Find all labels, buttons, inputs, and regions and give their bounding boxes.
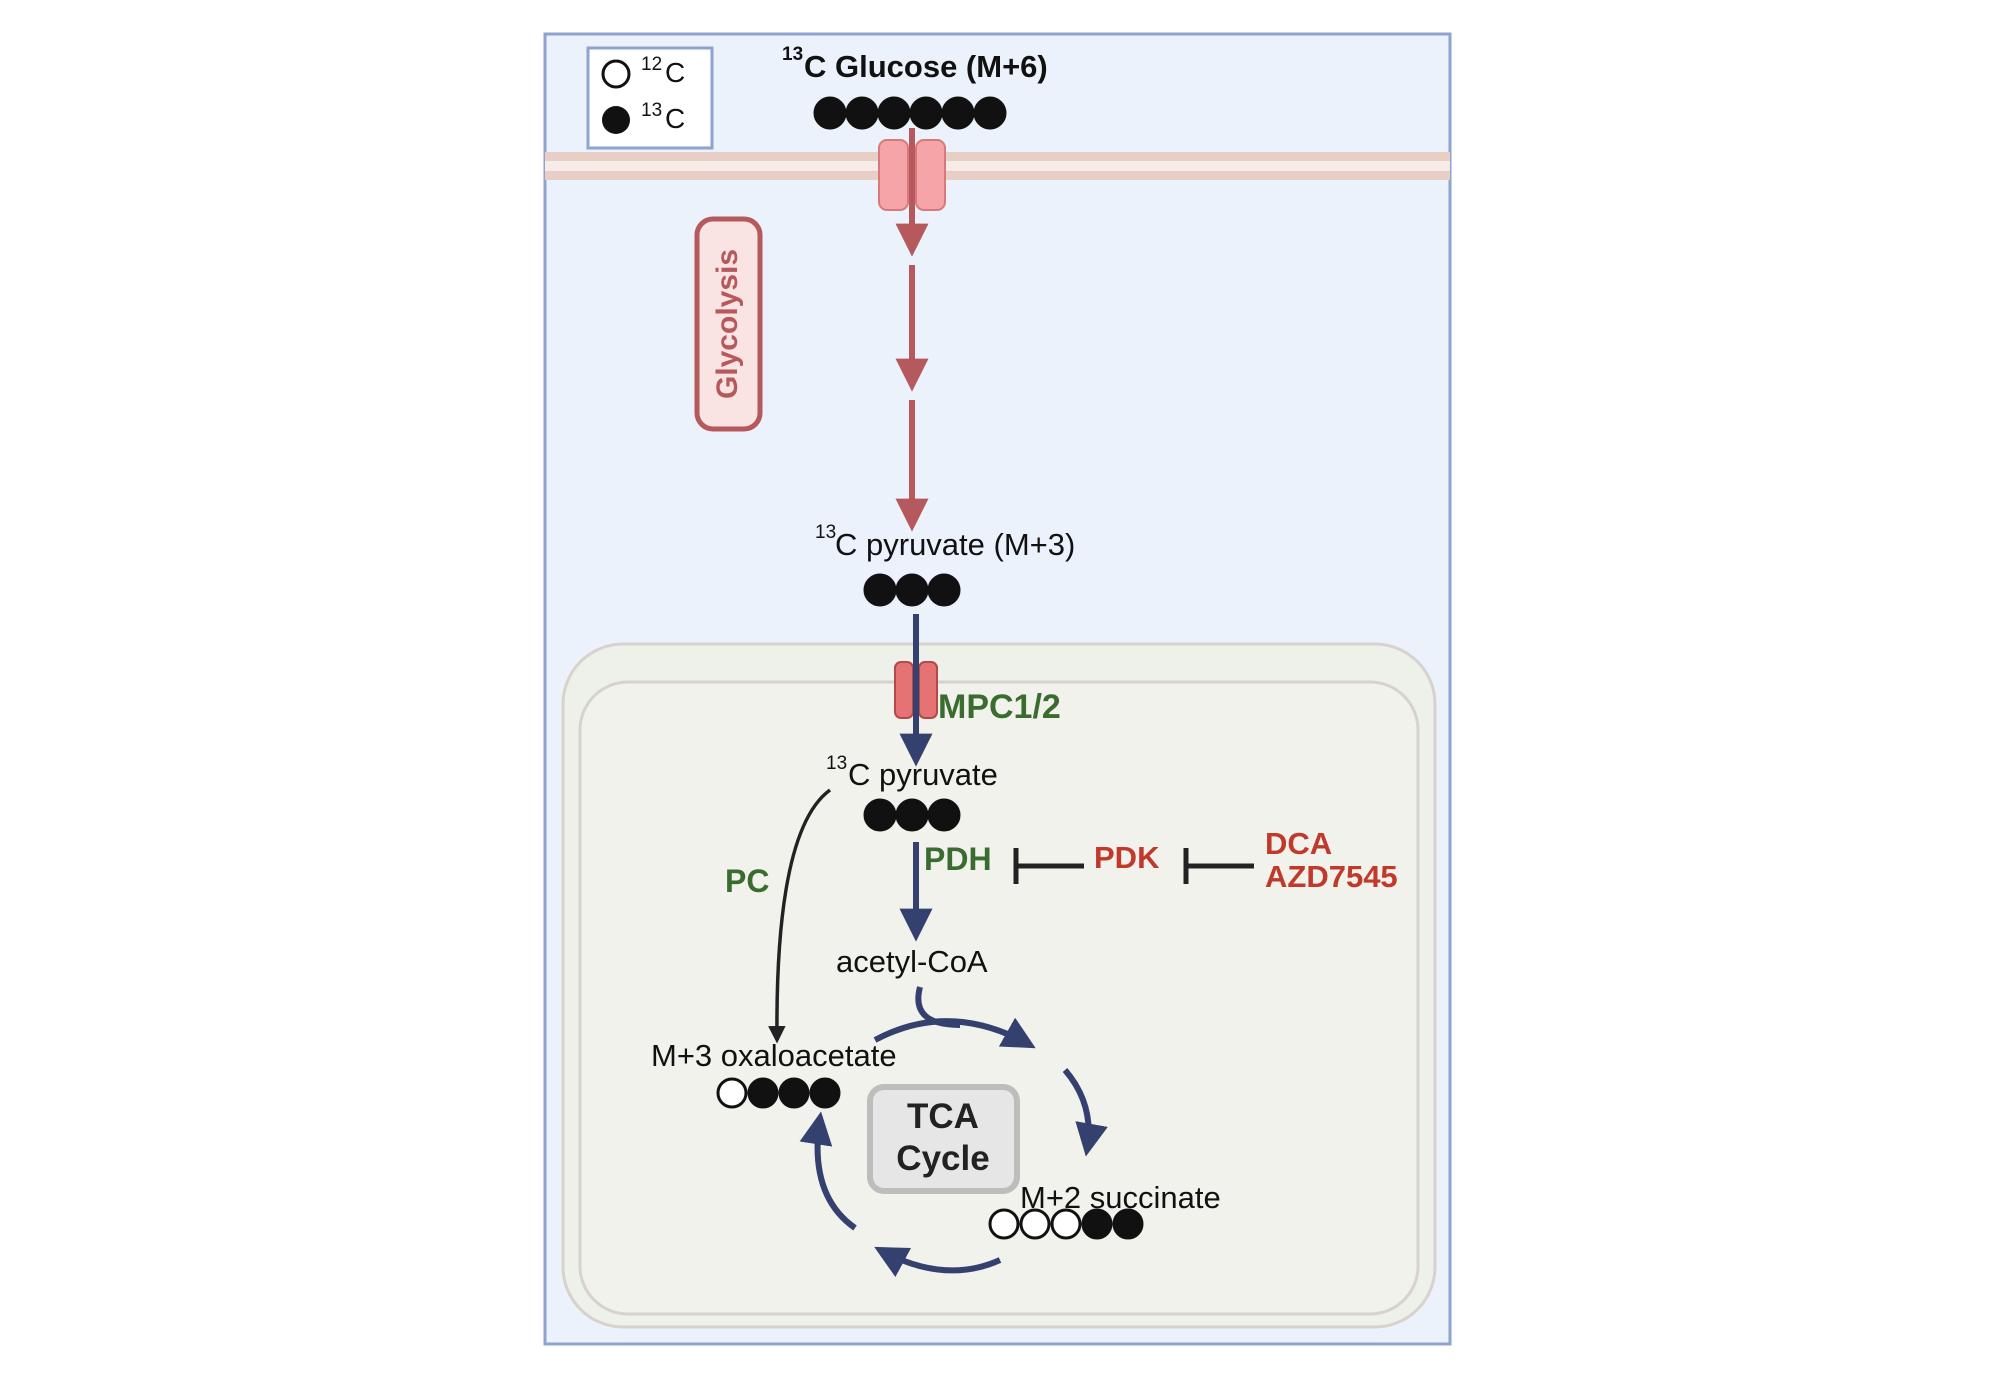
tca-label-line2: Cycle (896, 1139, 989, 1178)
acetyl-coa-label: acetyl-CoA (836, 944, 988, 979)
oxaloacetate-carbons (716, 1077, 841, 1109)
13c-carbon-atom (1081, 1208, 1113, 1240)
pdk-inhibition-line (1013, 848, 1084, 884)
cyto-pyruvate-label: C pyruvate (M+3) (835, 527, 1075, 562)
12c-carbon-atom (1019, 1208, 1051, 1240)
13c-carbon-atom (809, 1077, 841, 1109)
12c-carbon-atom (716, 1077, 748, 1109)
12c-carbon-atom (1050, 1208, 1082, 1240)
cyto-pyruvate-carbons (863, 573, 961, 607)
tca-cycle-box: TCA Cycle (867, 1084, 1020, 1194)
legend-13c-label: C (665, 103, 685, 134)
glucose-transporter (878, 128, 946, 215)
tca-cycle-arrows (799, 986, 1108, 1278)
13c-carbon-atom (1112, 1208, 1144, 1240)
glucose-sup: 13 (782, 44, 803, 65)
13c-carbon-atom (895, 573, 929, 607)
13c-carbon-atom (927, 573, 961, 607)
13c-carbon-atom (845, 96, 879, 130)
pdk-label: PDK (1094, 840, 1160, 875)
13c-carbon-atom (941, 96, 975, 130)
legend-12c-sup: 12 (641, 54, 662, 75)
12c-carbon-atom (988, 1208, 1020, 1240)
tca-label-line1: TCA (907, 1097, 979, 1136)
legend-12c-label: C (665, 57, 685, 88)
legend-13c-marker (602, 106, 630, 134)
mpc-label: MPC1/2 (938, 688, 1061, 726)
legend-12c-marker (601, 59, 631, 89)
dca-label: DCA (1265, 826, 1332, 861)
mito-pyruvate-label: C pyruvate (848, 757, 998, 792)
glucose-label: C Glucose (M+6) (804, 49, 1048, 84)
cyto-pyruvate-sup: 13 (815, 522, 836, 543)
glycolysis-box: Glycolysis (694, 216, 763, 432)
mitochondrion (561, 642, 1437, 1329)
13c-carbon-atom (813, 96, 847, 130)
succinate-carbons (988, 1208, 1144, 1240)
13c-carbon-atom (863, 798, 897, 832)
pc-arrow (768, 788, 832, 1044)
mpc-transporter (894, 660, 938, 720)
legend: 12 C 13 C (586, 46, 714, 150)
succinate-label: M+2 succinate (1020, 1180, 1221, 1215)
legend-13c-sup: 13 (641, 100, 662, 121)
pdh-label: PDH (924, 841, 992, 877)
drug-inhibition-line (1183, 848, 1254, 884)
13c-carbon-atom (778, 1077, 810, 1109)
13c-carbon-atom (909, 96, 943, 130)
13c-carbon-atom (877, 96, 911, 130)
glycolysis-label: Glycolysis (711, 249, 744, 399)
pc-label: PC (725, 863, 769, 899)
13c-carbon-atom (973, 96, 1007, 130)
13c-carbon-atom (863, 573, 897, 607)
13c-carbon-atom (747, 1077, 779, 1109)
glucose-carbons (813, 96, 1007, 130)
azd7545-label: AZD7545 (1265, 859, 1398, 894)
oxaloacetate-label: M+3 oxaloacetate (651, 1038, 897, 1073)
mito-pyruvate-carbons (863, 798, 961, 832)
13c-carbon-atom (895, 798, 929, 832)
mito-pyruvate-sup: 13 (826, 753, 847, 774)
plasma-membrane (545, 152, 1450, 180)
13c-carbon-atom (927, 798, 961, 832)
